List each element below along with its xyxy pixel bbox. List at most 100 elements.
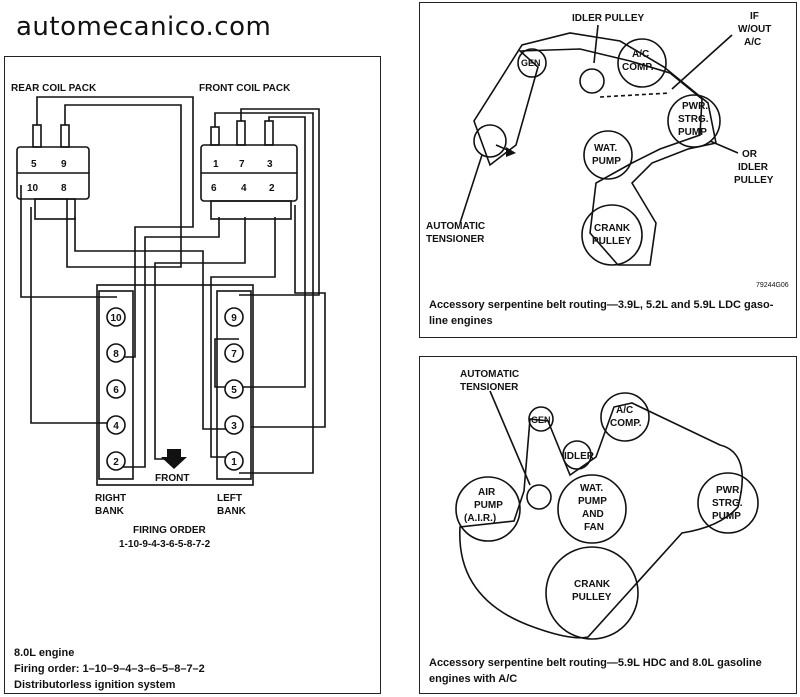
cylinder-10-circle [106,307,126,327]
cylinder-2-circle [106,451,126,471]
ignition-caption: 8.0L engine Firing order: 1–10–9–4–3–6–5… [14,645,205,693]
air-pump-label-2: PUMP [474,500,503,511]
firing-order-value: 1-10-9-4-3-6-5-8-7-2 [119,539,211,550]
belt-routing-panel-1: IDLER PULLEY GEN A/C COMP. IF W/OUT A/C … [419,2,797,338]
automatic-tensioner-pulley [526,484,552,510]
automatic-tensioner-pulley [473,124,507,158]
rear-coil-base [34,198,76,220]
pwr-strg-label-3: PUMP [712,511,741,522]
belt-routing-diagram-2: AUTOMATIC TENSIONER GEN IDLER A/C COMP. … [455,369,759,640]
front-coil-num-7: 7 [239,159,245,170]
caption-line: Accessory serpentine belt routing—3.9L, … [429,299,774,311]
cylinder-6-circle [106,379,126,399]
crank-pulley-circle [581,204,643,266]
ac-comp-pulley [617,38,667,88]
cylinder-10-label: 10 [110,313,122,324]
gen-pulley [528,406,554,432]
cylinder-5-label: 5 [231,385,237,396]
crank-pulley-label-2: PULLEY [592,236,632,247]
caption-line: Firing order: 1–10–9–4–3–6–5–8–7–2 [14,663,205,675]
cylinder-9-label: 9 [231,313,237,324]
wat-pump-fan-pulley [557,474,627,544]
air-pump-pulley [455,476,521,542]
pwr-strg-label-3: PUMP [678,127,707,138]
belt-routing-panel-2: AUTOMATIC TENSIONER GEN IDLER A/C COMP. … [419,356,797,694]
auto-tensioner-label-2: TENSIONER [426,234,485,245]
ac-comp-label-1: A/C [616,405,633,416]
idler-label: IDLER [564,451,595,462]
cylinder-4-label: 4 [113,421,119,432]
crank-pulley-circle [545,546,639,640]
auto-tensioner-label-2: TENSIONER [460,382,519,393]
cylinder-9-circle [224,307,244,327]
belt1-caption: Accessory serpentine belt routing—3.9L, … [429,297,784,329]
right-bank-label-1: RIGHT [95,493,126,504]
auto-tensioner-label-1: AUTOMATIC [460,369,519,380]
pwr-strg-label-2: STRG. [712,498,743,509]
wat-pump-label-1: WAT. [580,483,603,494]
front-coil-num-3: 3 [267,159,273,170]
ac-comp-label-2: COMP. [622,62,654,73]
front-coil-label: FRONT COIL PACK [199,83,291,94]
crank-pulley-label-2: PULLEY [572,592,612,603]
rear-coil-num-5: 5 [31,159,37,170]
pwr-strg-label-1: PWR. [716,485,742,496]
right-bank-label-2: BANK [95,506,125,517]
cylinder-1-circle [224,451,244,471]
wat-pump-label-2: PUMP [578,496,607,507]
belt2-caption: Accessory serpentine belt routing—5.9L H… [429,655,789,687]
left-bank [216,290,252,480]
if-without-ac-2: W/OUT [738,24,771,35]
cylinder-3-label: 3 [231,421,237,432]
belt-routing-diagram-1: IDLER PULLEY GEN A/C COMP. IF W/OUT A/C … [426,11,789,289]
pwr-strg-label-1: PWR. [682,101,708,112]
ignition-diagram-panel: 5 9 10 8 1 7 3 6 4 2 REAR COIL PACK FRON… [4,56,381,694]
ignition-wiring-diagram: 5 9 10 8 1 7 3 6 4 2 REAR COIL PACK FRON… [11,83,326,550]
pwr-strg-pump-pulley [667,94,721,148]
engine-block [96,284,254,486]
or-idler-1: OR [742,149,758,160]
rear-coil-num-9: 9 [61,159,67,170]
gen-pulley [517,48,547,78]
rear-coil-num-10: 10 [27,183,39,194]
left-bank-label-2: BANK [217,506,247,517]
idler-pulley [562,440,592,470]
or-idler-3: PULLEY [734,175,774,186]
idler-pulley-circle [579,68,605,94]
crank-pulley-label-1: CRANK [594,223,631,234]
auto-tensioner-label-1: AUTOMATIC [426,221,485,232]
rear-coil-label: REAR COIL PACK [11,83,97,94]
ac-comp-label-1: A/C [632,49,649,60]
gen-label: GEN [531,415,551,425]
figure-code: 79244G06 [756,282,789,289]
front-coil-num-4: 4 [241,183,247,194]
front-label: FRONT [155,473,189,484]
serpentine-belt [459,402,744,639]
cylinder-3-circle [224,415,244,435]
front-coil-num-6: 6 [211,183,217,194]
gen-label: GEN [521,58,541,68]
front-coil-num-2: 2 [269,183,275,194]
cylinder-2-label: 2 [113,457,119,468]
wat-pump-label-1: WAT. [594,143,617,154]
front-arrow-icon [161,449,187,469]
serpentine-belt [473,32,717,266]
wat-pump-pulley [583,130,633,180]
cylinder-6-label: 6 [113,385,119,396]
firing-order-title: FIRING ORDER [133,525,207,536]
air-pump-label-1: AIR [478,487,496,498]
left-bank-label-1: LEFT [217,493,242,504]
pwr-strg-pump-pulley [697,472,759,534]
cylinder-7-label: 7 [231,349,237,360]
if-without-ac-3: A/C [744,37,761,48]
front-coil-num-1: 1 [213,159,219,170]
rear-coil-num-8: 8 [61,183,67,194]
site-title: automecanico.com [16,12,272,42]
cylinder-8-circle [106,343,126,363]
idler-pulley-label: IDLER PULLEY [572,13,645,24]
tensioner-arrow-icon [506,147,516,157]
crank-pulley-label-1: CRANK [574,579,611,590]
cylinder-1-label: 1 [231,457,237,468]
caption-line: line engines [429,315,493,327]
ac-comp-label-2: COMP. [610,418,642,429]
